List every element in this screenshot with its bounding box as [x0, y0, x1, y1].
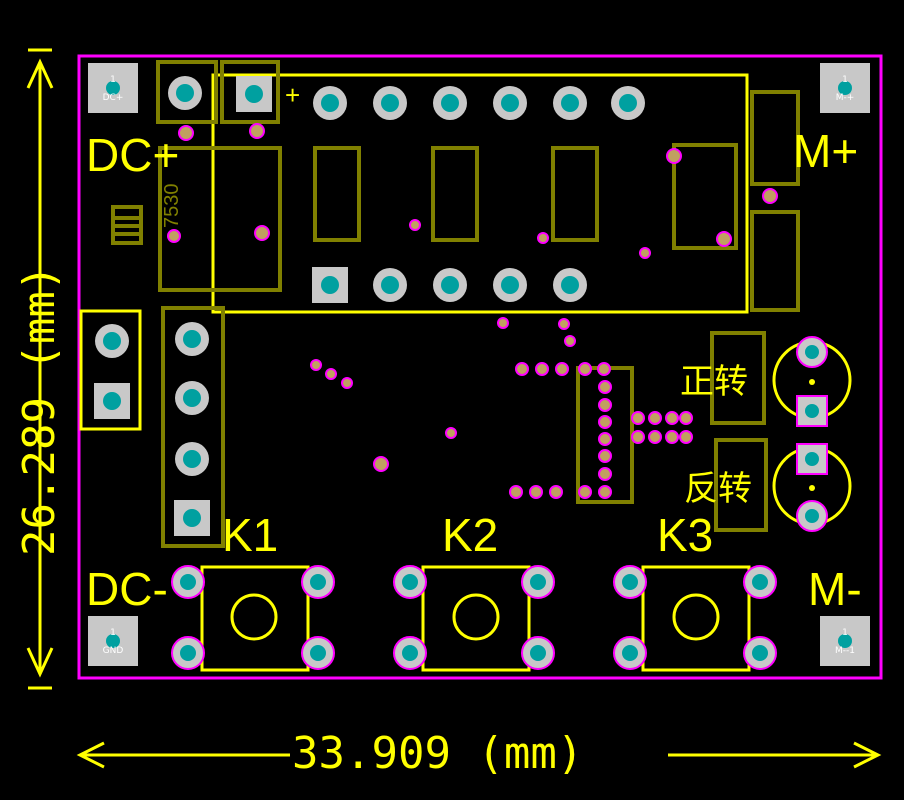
label-m-plus: M+: [793, 125, 859, 177]
label-dc-minus: DC-: [86, 563, 168, 615]
switch-pad-rings: [171, 336, 828, 670]
corner-pad-tr-num: 1: [842, 75, 848, 85]
corner-pad-bl-name: GND: [102, 646, 124, 656]
capacitor-1: [313, 146, 361, 242]
label-k1: K1: [222, 509, 279, 561]
capacitor-3: [551, 146, 599, 242]
jumper-outline-1: [156, 60, 218, 124]
k2-switch-body: [421, 565, 531, 672]
resistor-reverse: [714, 438, 768, 532]
corner-pad-tr-name: M-+: [835, 93, 855, 103]
corner-pad-bl-num: 1: [110, 628, 116, 638]
label-forward: 正转: [680, 362, 748, 402]
pad-holes: [103, 81, 852, 661]
k3-switch-cap: [672, 593, 720, 641]
label-k2: K2: [442, 509, 499, 561]
label-k3: K3: [657, 509, 714, 561]
k1-switch-cap: [230, 593, 278, 641]
dc-connector-outline: [79, 309, 142, 431]
terminal-outline-bottom: [750, 210, 800, 312]
label-dc-plus: DC+: [86, 129, 180, 181]
capacitor-2: [431, 146, 479, 242]
corner-pad-br-num: 1: [842, 628, 848, 638]
resistor-forward: [710, 331, 766, 425]
vias: [167, 123, 778, 499]
terminal-outline-top: [750, 90, 800, 186]
label-plus-sign: +: [285, 80, 301, 110]
height-dimension-arrow: [26, 48, 54, 690]
jumper-outline-2: [220, 60, 280, 124]
k3-switch-body: [641, 565, 751, 672]
dimension-width-text: 33.909 (mm): [292, 728, 584, 779]
board-outline: [77, 54, 883, 680]
label-reverse: 反转: [684, 469, 752, 509]
mosfet-module-outline: [211, 73, 749, 314]
corner-pad-tl-name: DC+: [102, 93, 124, 103]
component-outlines: [111, 60, 800, 548]
label-m-minus: M-: [808, 563, 862, 615]
k2-switch-cap: [452, 593, 500, 641]
header-outline: [161, 306, 225, 548]
corner-pad-tl-num: 1: [110, 75, 116, 85]
led-markers: [809, 379, 815, 491]
regulator-outline: [158, 146, 282, 292]
dimension-height-text: 26.289 (mm): [14, 264, 65, 556]
label-chip-7530: 7530: [161, 183, 183, 229]
capacitor-4: [672, 143, 738, 250]
width-dimension-arrow: [76, 741, 882, 769]
k1-switch-body: [200, 565, 310, 672]
corner-pad-br-name: M--1: [835, 646, 855, 656]
